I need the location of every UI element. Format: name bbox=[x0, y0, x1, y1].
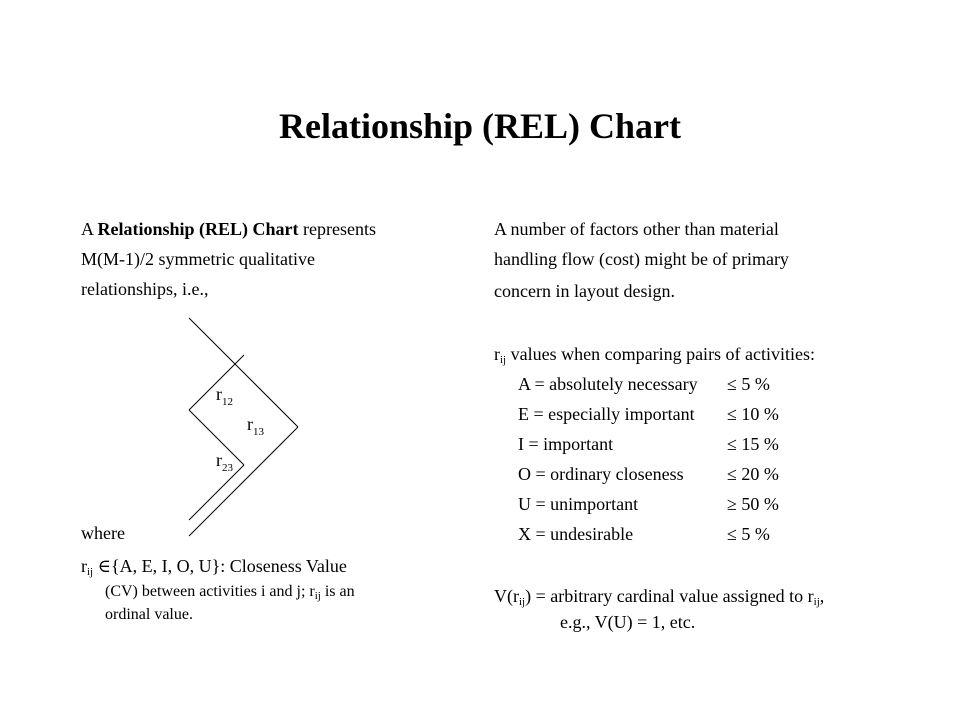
rij-definition-3: ordinal value. bbox=[105, 606, 193, 623]
code-value-e: ≤ 10 % bbox=[727, 404, 779, 424]
rij-definition-2: (CV) between activities i and j; rij is … bbox=[105, 583, 355, 602]
code-label-u: U = unimportant bbox=[518, 494, 639, 514]
rel-chart-term: Relationship (REL) Chart bbox=[97, 219, 299, 239]
code-value-u: ≥ 50 % bbox=[727, 494, 779, 514]
diagram-edge bbox=[188, 354, 245, 411]
intro-line: A Relationship (REL) Chart represents bbox=[81, 219, 376, 239]
code-value-o: ≤ 20 % bbox=[727, 464, 779, 484]
cell-r23: r23 bbox=[216, 450, 234, 474]
intro-line-2: M(M-1)/2 symmetric qualitative bbox=[81, 249, 315, 269]
intro-line-3: relationships, i.e., bbox=[81, 279, 209, 299]
diagram-edge bbox=[188, 317, 299, 428]
code-value-i: ≤ 15 % bbox=[727, 434, 779, 454]
code-label-a: A = absolutely necessary bbox=[518, 374, 698, 394]
diagram-edge bbox=[188, 426, 299, 537]
where-label: where bbox=[81, 523, 125, 543]
cell-r12: r12 bbox=[216, 384, 233, 408]
diagram-edge bbox=[188, 464, 245, 521]
rij-definition: rij ∈{A, E, I, O, U}: Closeness Value bbox=[81, 556, 347, 578]
code-value-a: ≤ 5 % bbox=[727, 374, 770, 394]
page-title: Relationship (REL) Chart bbox=[278, 106, 682, 146]
factors-line-2: handling flow (cost) might be of primary bbox=[494, 249, 789, 269]
code-label-i: I = important bbox=[518, 434, 614, 454]
cardinal-example: e.g., V(U) = 1, etc. bbox=[560, 612, 696, 632]
code-label-e: E = especially important bbox=[518, 404, 695, 424]
factors-line-3: concern in layout design. bbox=[494, 281, 675, 301]
code-value-x: ≤ 5 % bbox=[727, 524, 770, 544]
cardinal-value-line: V(rij) = arbitrary cardinal value assign… bbox=[494, 586, 825, 608]
diagram-edge bbox=[188, 409, 245, 466]
rij-values-heading: rij values when comparing pairs of activ… bbox=[494, 344, 816, 366]
cell-r13: r13 bbox=[247, 414, 265, 438]
code-label-o: O = ordinary closeness bbox=[518, 464, 684, 484]
code-label-x: X = undesirable bbox=[518, 524, 634, 544]
factors-line-1: A number of factors other than material bbox=[494, 219, 779, 239]
